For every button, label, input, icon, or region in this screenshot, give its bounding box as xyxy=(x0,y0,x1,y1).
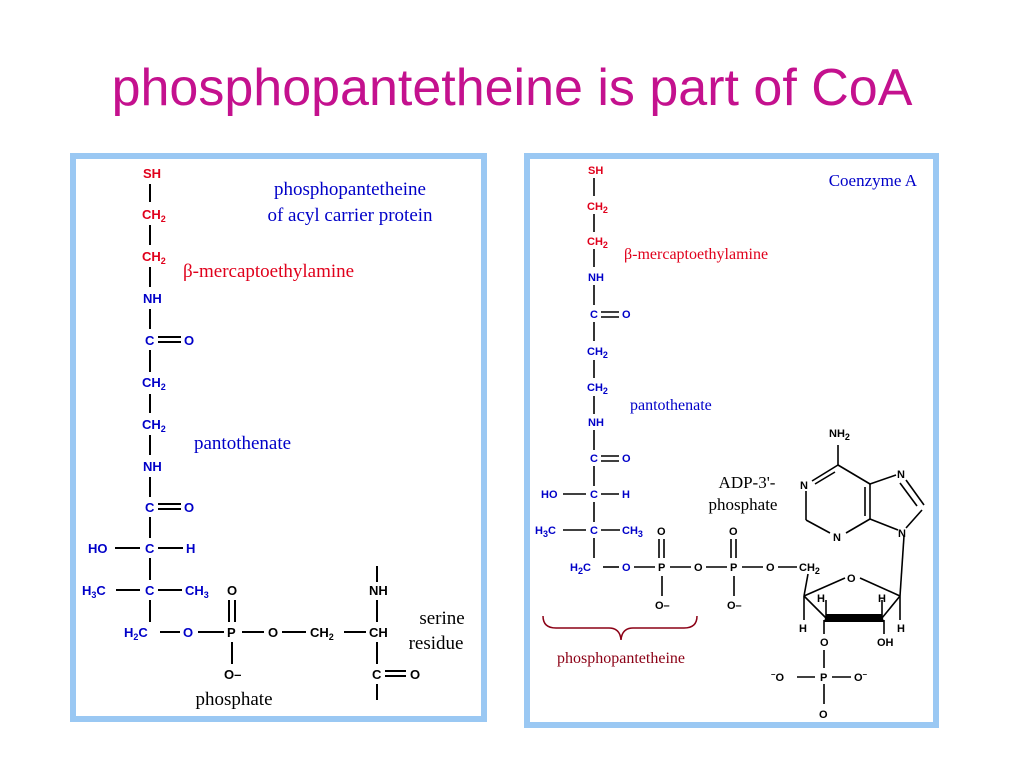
atom-o: O xyxy=(184,333,194,348)
right-panel-border xyxy=(524,153,939,728)
atom-h: H xyxy=(186,541,195,556)
atom-o: O xyxy=(227,583,237,598)
atom-ch2: CH2 xyxy=(587,201,608,215)
atom-n: N xyxy=(800,480,808,492)
left-panel-title-line1: phosphopantetheine xyxy=(274,179,426,200)
atom-o: O xyxy=(410,667,420,682)
atom-h3c: H3C xyxy=(535,525,556,539)
atom-ch2: CH2 xyxy=(310,625,334,642)
right-label-pantothenate: pantothenate xyxy=(630,397,712,414)
atom-h2c: H2C xyxy=(570,562,591,576)
atom-oh: OH xyxy=(877,637,894,649)
atom-h: H xyxy=(897,623,905,635)
atom-nh2: NH2 xyxy=(829,428,850,442)
atom-c: C xyxy=(145,333,155,348)
left-panel-title-line2: of acyl carrier protein xyxy=(267,205,433,226)
atom-ch2: CH2 xyxy=(142,417,166,434)
atom-o: O xyxy=(622,562,631,574)
left-label-mercaptoethylamine: β-mercaptoethylamine xyxy=(183,261,354,282)
atom-n: N xyxy=(833,532,841,544)
slide-title: phosphopantetheine is part of CoA xyxy=(111,59,913,117)
atom-c: C xyxy=(145,583,155,598)
atom-o: O xyxy=(268,625,278,640)
right-label-phosphopantetheine: phosphopantetheine xyxy=(557,650,685,667)
right-label-mercaptoethylamine: β-mercaptoethylamine xyxy=(624,246,768,263)
atom-ch2: CH2 xyxy=(142,249,166,266)
atom-h2c: H2C xyxy=(124,625,148,642)
left-label-serine-line1: serine xyxy=(419,608,464,629)
atom-h: H xyxy=(799,623,807,635)
left-panel-border xyxy=(70,153,487,722)
atom-o: O xyxy=(729,526,738,538)
atom-o-minus-right: O– xyxy=(854,670,868,684)
atom-o: O xyxy=(622,309,631,321)
atom-c: C xyxy=(145,500,155,515)
atom-nh: NH xyxy=(143,459,162,474)
atom-o: O xyxy=(657,526,666,538)
atom-nh: NH xyxy=(588,272,604,284)
atom-o: O xyxy=(847,573,856,585)
atom-o: O xyxy=(820,637,829,649)
atom-o-minus: O– xyxy=(224,667,241,682)
atom-ch3: CH3 xyxy=(622,525,643,539)
atom-sh: SH xyxy=(588,165,603,177)
right-coenzyme-a-structure: SH CH2 CH2 NH C O CH2 CH2 NH C O HO C H … xyxy=(535,165,925,721)
phosphopantetheine-brace xyxy=(542,615,698,641)
atom-c: C xyxy=(590,525,598,537)
atom-ch: CH xyxy=(369,625,388,640)
atom-h: H xyxy=(878,593,886,605)
atom-ho: HO xyxy=(541,489,558,501)
atom-sh: SH xyxy=(143,166,161,181)
left-phosphopantetheine-structure: SH CH2 CH2 NH C O CH2 CH2 NH C O HO C H … xyxy=(82,166,465,710)
atom-o: O xyxy=(766,562,775,574)
atom-c: C xyxy=(590,453,598,465)
right-label-adp-line2: phosphate xyxy=(709,495,778,514)
left-label-serine-line2: residue xyxy=(409,633,464,654)
atom-ho: HO xyxy=(88,541,108,556)
atom-n: N xyxy=(898,528,906,540)
left-label-pantothenate: pantothenate xyxy=(194,433,291,454)
atom-c: C xyxy=(590,489,598,501)
atom-o-minus: O– xyxy=(655,600,670,612)
right-panel-title: Coenzyme A xyxy=(829,171,918,190)
atom-ch2: CH2 xyxy=(142,207,166,224)
atom-ch2: CH2 xyxy=(587,346,608,360)
atom-c: C xyxy=(590,309,598,321)
atom-nh: NH xyxy=(369,583,388,598)
atom-o: O xyxy=(184,500,194,515)
atom-ch2: CH2 xyxy=(587,382,608,396)
atom-o: O xyxy=(622,453,631,465)
atom-o: O xyxy=(819,709,828,721)
left-label-phosphate: phosphate xyxy=(195,689,272,710)
atom-o-minus: O– xyxy=(727,600,742,612)
atom-ch2: CH2 xyxy=(142,375,166,392)
atom-p: P xyxy=(658,562,665,574)
atom-o: O xyxy=(694,562,703,574)
atom-h3c: H3C xyxy=(82,583,106,600)
atom-ch3: CH3 xyxy=(185,583,209,600)
atom-h: H xyxy=(622,489,630,501)
atom-p: P xyxy=(730,562,737,574)
atom-ch2: CH2 xyxy=(799,562,820,576)
right-label-adp-line1: ADP-3'- xyxy=(719,473,776,492)
atom-n: N xyxy=(897,469,905,481)
atom-o: O xyxy=(183,625,193,640)
atom-c: C xyxy=(372,667,382,682)
atom-p: P xyxy=(227,625,236,640)
atom-nh: NH xyxy=(143,291,162,306)
atom-o-minus-left: –O xyxy=(771,670,784,684)
atom-c: C xyxy=(145,541,155,556)
atom-h: H xyxy=(817,593,825,605)
atom-nh: NH xyxy=(588,417,604,429)
atom-ch2: CH2 xyxy=(587,236,608,250)
atom-p: P xyxy=(820,672,827,684)
